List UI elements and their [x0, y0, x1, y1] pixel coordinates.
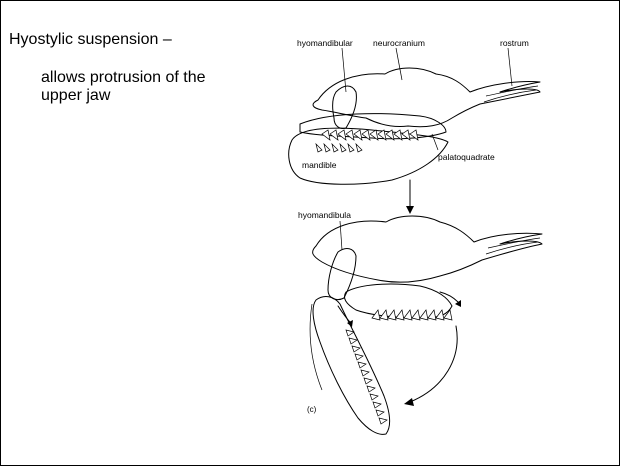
transition-arrow	[406, 180, 414, 214]
label-neurocranium: neurocranium	[373, 38, 425, 48]
label-palatoquadrate: palatoquadrate	[438, 152, 495, 162]
skull-protruded: hyomandibula (c)	[298, 210, 542, 434]
label-panel-c: (c)	[307, 405, 317, 414]
skull-resting: hyomandibular neurocranium rostrum mandi…	[289, 38, 540, 184]
teeth-bottom-resting	[316, 144, 362, 152]
label-hyomandibular: hyomandibular	[297, 38, 353, 48]
label-mandible: mandible	[302, 160, 337, 170]
teeth-upper-protruded	[372, 310, 452, 320]
label-hyomandibula: hyomandibula	[298, 210, 351, 220]
label-rostrum: rostrum	[500, 38, 529, 48]
